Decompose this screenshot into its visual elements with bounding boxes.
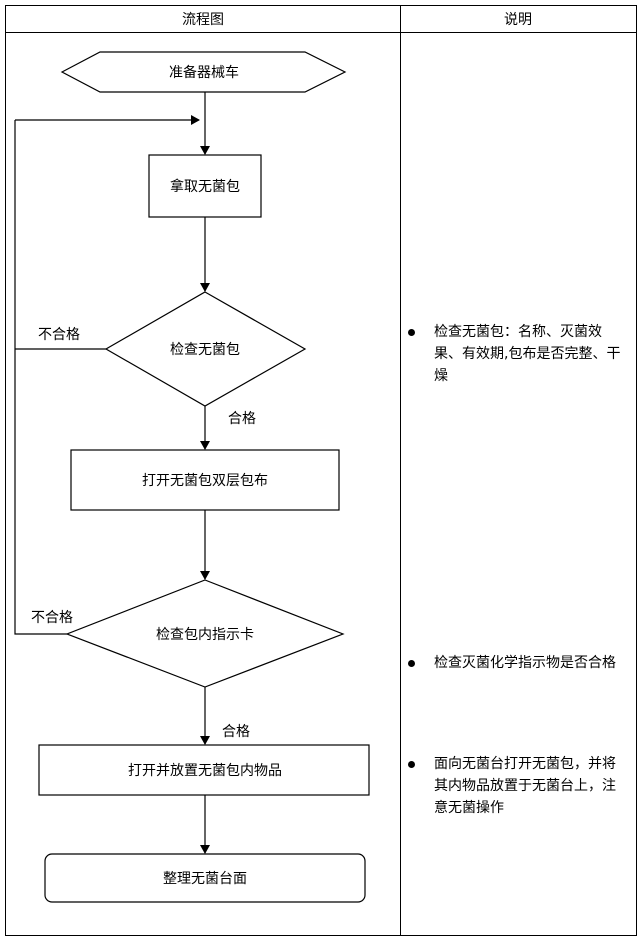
- check-pack-label: 检查无菌包: [170, 342, 240, 358]
- fail-loop-check-card: [14, 120, 67, 635]
- header-description: 说明: [504, 12, 532, 28]
- take-pack-label: 拿取无菌包: [170, 178, 240, 195]
- start-label: 准备器械车: [169, 64, 239, 81]
- pass-label-2: 合格: [222, 724, 250, 740]
- open-outer-box: [70, 449, 340, 511]
- check-card-label: 检查包内指示卡: [156, 627, 254, 643]
- bullet-icon: [408, 329, 415, 336]
- place-items-box: [38, 744, 370, 796]
- end-rounded-box: [44, 853, 366, 903]
- table-frame: [5, 5, 637, 936]
- header-flowchart: 流程图: [182, 12, 224, 28]
- bullet-icon: [408, 660, 415, 667]
- end-label: 整理无菌台面: [163, 871, 247, 887]
- note-text: 检查灭菌化学指示物是否合格: [434, 655, 616, 671]
- fail-label-2: 不合格: [31, 610, 73, 626]
- pass-label-1: 合格: [228, 411, 256, 427]
- open-outer-label: 打开无菌包双层包布: [142, 472, 268, 489]
- start-hexagon: [60, 51, 347, 93]
- place-items-label: 打开并放置无菌包内物品: [128, 762, 282, 779]
- take-pack-box: [148, 154, 262, 218]
- note-text: 面向无菌台打开无菌包，并将其内物品放置于无菌台上，注意无菌操作: [434, 756, 616, 816]
- fail-label-1: 不合格: [38, 327, 80, 343]
- bullet-icon: [408, 761, 415, 768]
- note-text: 检查无菌包：名称、灭菌效果、有效期,包布是否完整、干燥: [434, 324, 621, 384]
